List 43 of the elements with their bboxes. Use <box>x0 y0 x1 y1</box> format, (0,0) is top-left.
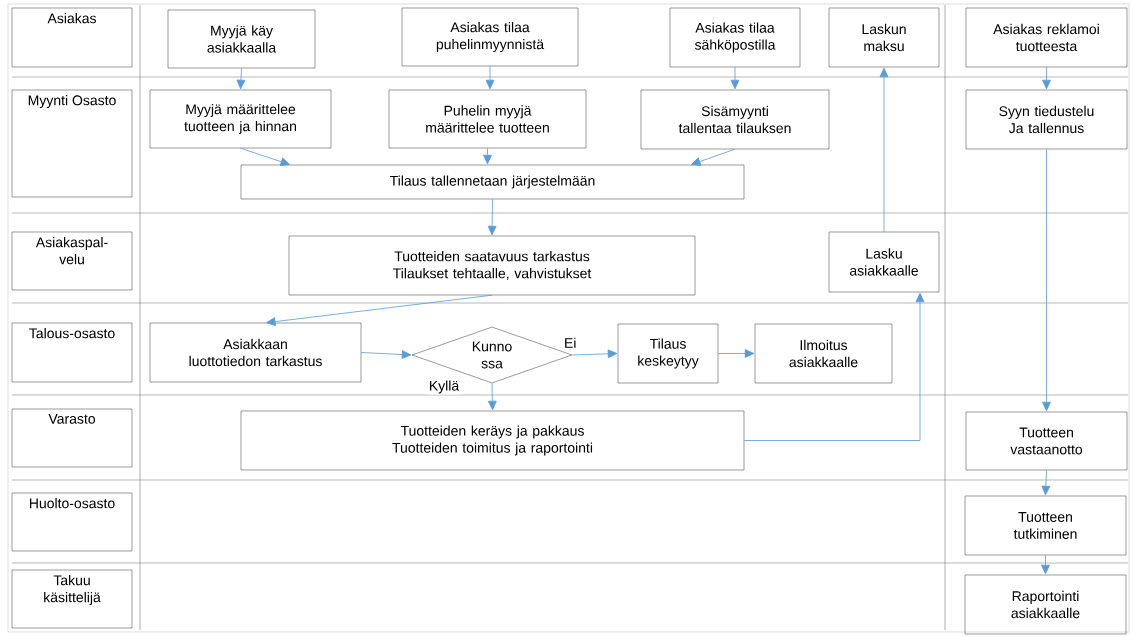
process-box: Sisämyynti tallentaa tilauksen <box>640 89 830 150</box>
arrow <box>236 67 246 90</box>
lane-header: Myynti Osasto <box>11 89 133 198</box>
arrow <box>360 350 412 359</box>
arrow <box>1042 148 1051 412</box>
process-box: Raportointi asiakkaalle <box>964 574 1127 635</box>
lane-header: Asiakas <box>11 7 133 68</box>
arrow <box>717 349 755 358</box>
arrow <box>1042 66 1051 90</box>
process-box: Laskun maksu <box>828 7 940 68</box>
edge-label: Kyllä <box>427 379 461 395</box>
arrow <box>487 382 497 411</box>
process-box: Myyjä määrittelee tuotteen ja hinnan <box>149 89 332 149</box>
lane-header: Huolto-osasto <box>11 492 133 552</box>
process-box: Lasku asiakkaalle <box>828 231 940 293</box>
arrow <box>730 66 740 90</box>
process-box: Myyjä käy asiakkaalla <box>167 9 316 69</box>
arrow <box>571 349 618 359</box>
lane-header: Asiakaspal-velu <box>11 231 133 291</box>
arrow <box>743 292 925 441</box>
process-box: Asiakas tilaa sähköpostilla <box>669 7 801 68</box>
arrow <box>879 67 889 233</box>
process-box: Puhelin myyjä määrittelee tuotteen <box>388 89 587 149</box>
process-box: Tuotteen tutkiminen <box>964 495 1127 556</box>
process-box: Syyn tiedustelu Ja tallennus <box>965 89 1128 150</box>
arrow <box>483 147 492 165</box>
arrow <box>487 198 497 236</box>
lane-header: Talous-osasto <box>11 322 133 383</box>
arrow <box>266 294 493 326</box>
process-box: Asiakas reklamoi tuotteesta <box>965 7 1128 68</box>
process-box: Tilaus keskeytyy <box>617 323 719 384</box>
arrow <box>1041 554 1050 575</box>
lane-header: Varasto <box>11 408 133 468</box>
process-box: Tuotteiden saatavuus tarkastus Tilaukset tehtaalle, vahvistukset <box>288 235 696 296</box>
process-box: Tuotteiden keräys ja pakkaus Tuotteiden toimitus ja raportointi <box>240 410 745 471</box>
arrow <box>1041 469 1051 496</box>
arrow <box>485 65 495 90</box>
process-box: Asiakkaan luottotiedon tarkastus <box>149 322 362 383</box>
lane-header: Takuu käsittelijä <box>11 569 133 629</box>
process-box: Tilaus tallennetaan järjestelmään <box>240 164 745 200</box>
process-box: Asiakas tilaa puhelinmyynnistä <box>401 7 579 67</box>
process-box: Ilmoitus asiakkaalle <box>754 323 893 384</box>
process-box: Tuotteen vastaanotto <box>965 411 1128 471</box>
